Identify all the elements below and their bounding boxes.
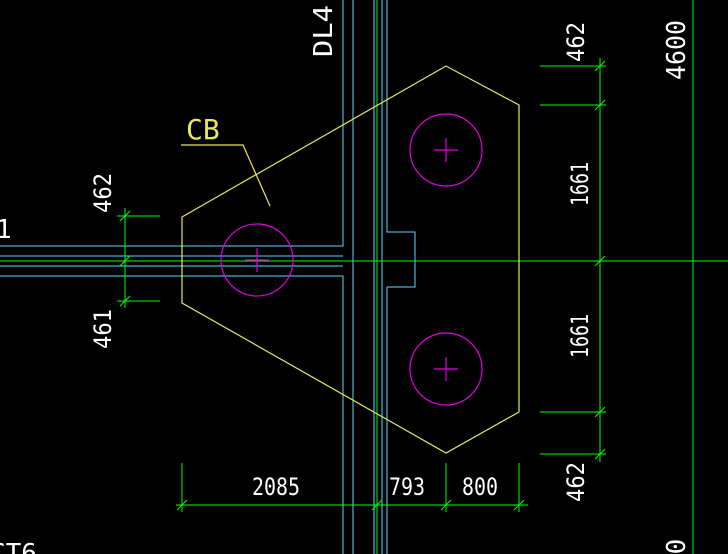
dim-left-top: 462 xyxy=(89,173,117,213)
dim-right-3: 1661 xyxy=(566,314,594,358)
dim-right-1: 462 xyxy=(562,22,590,62)
cad-labels: DL4 CB 1 CT6 6 4600 00 462 461 2085 793 … xyxy=(0,5,692,554)
bottom-right-label: 00 xyxy=(662,539,692,554)
beam-lines xyxy=(0,0,416,554)
pile-left xyxy=(220,223,294,297)
dimension-lines xyxy=(117,58,606,512)
cap-outline xyxy=(181,65,520,454)
dim-right-2: 1661 xyxy=(566,162,594,206)
dim-bottom-800: 800 xyxy=(462,473,498,501)
outline-leader-line xyxy=(181,144,271,207)
right-edge-label: 4600 xyxy=(662,20,692,80)
pile-bottom-right xyxy=(409,332,483,406)
dim-right-4: 462 xyxy=(562,462,590,502)
dim-left-bottom: 461 xyxy=(89,309,117,349)
beam-notch xyxy=(386,0,416,554)
left-edge-label: 1 xyxy=(0,215,12,245)
dim-bottom-793: 793 xyxy=(389,473,425,501)
pile-top-right xyxy=(409,113,483,187)
bottom-left-label: CT6 xyxy=(0,539,37,554)
beam-inner-line-left xyxy=(0,255,343,267)
member-label-dl4: DL4 xyxy=(309,5,339,57)
dim-bottom-2085: 2085 xyxy=(252,473,300,501)
pile-cap-polygon xyxy=(181,65,520,454)
piles xyxy=(220,113,483,406)
outline-label-cb: CB xyxy=(186,113,220,146)
beam-outline-left xyxy=(0,0,344,554)
